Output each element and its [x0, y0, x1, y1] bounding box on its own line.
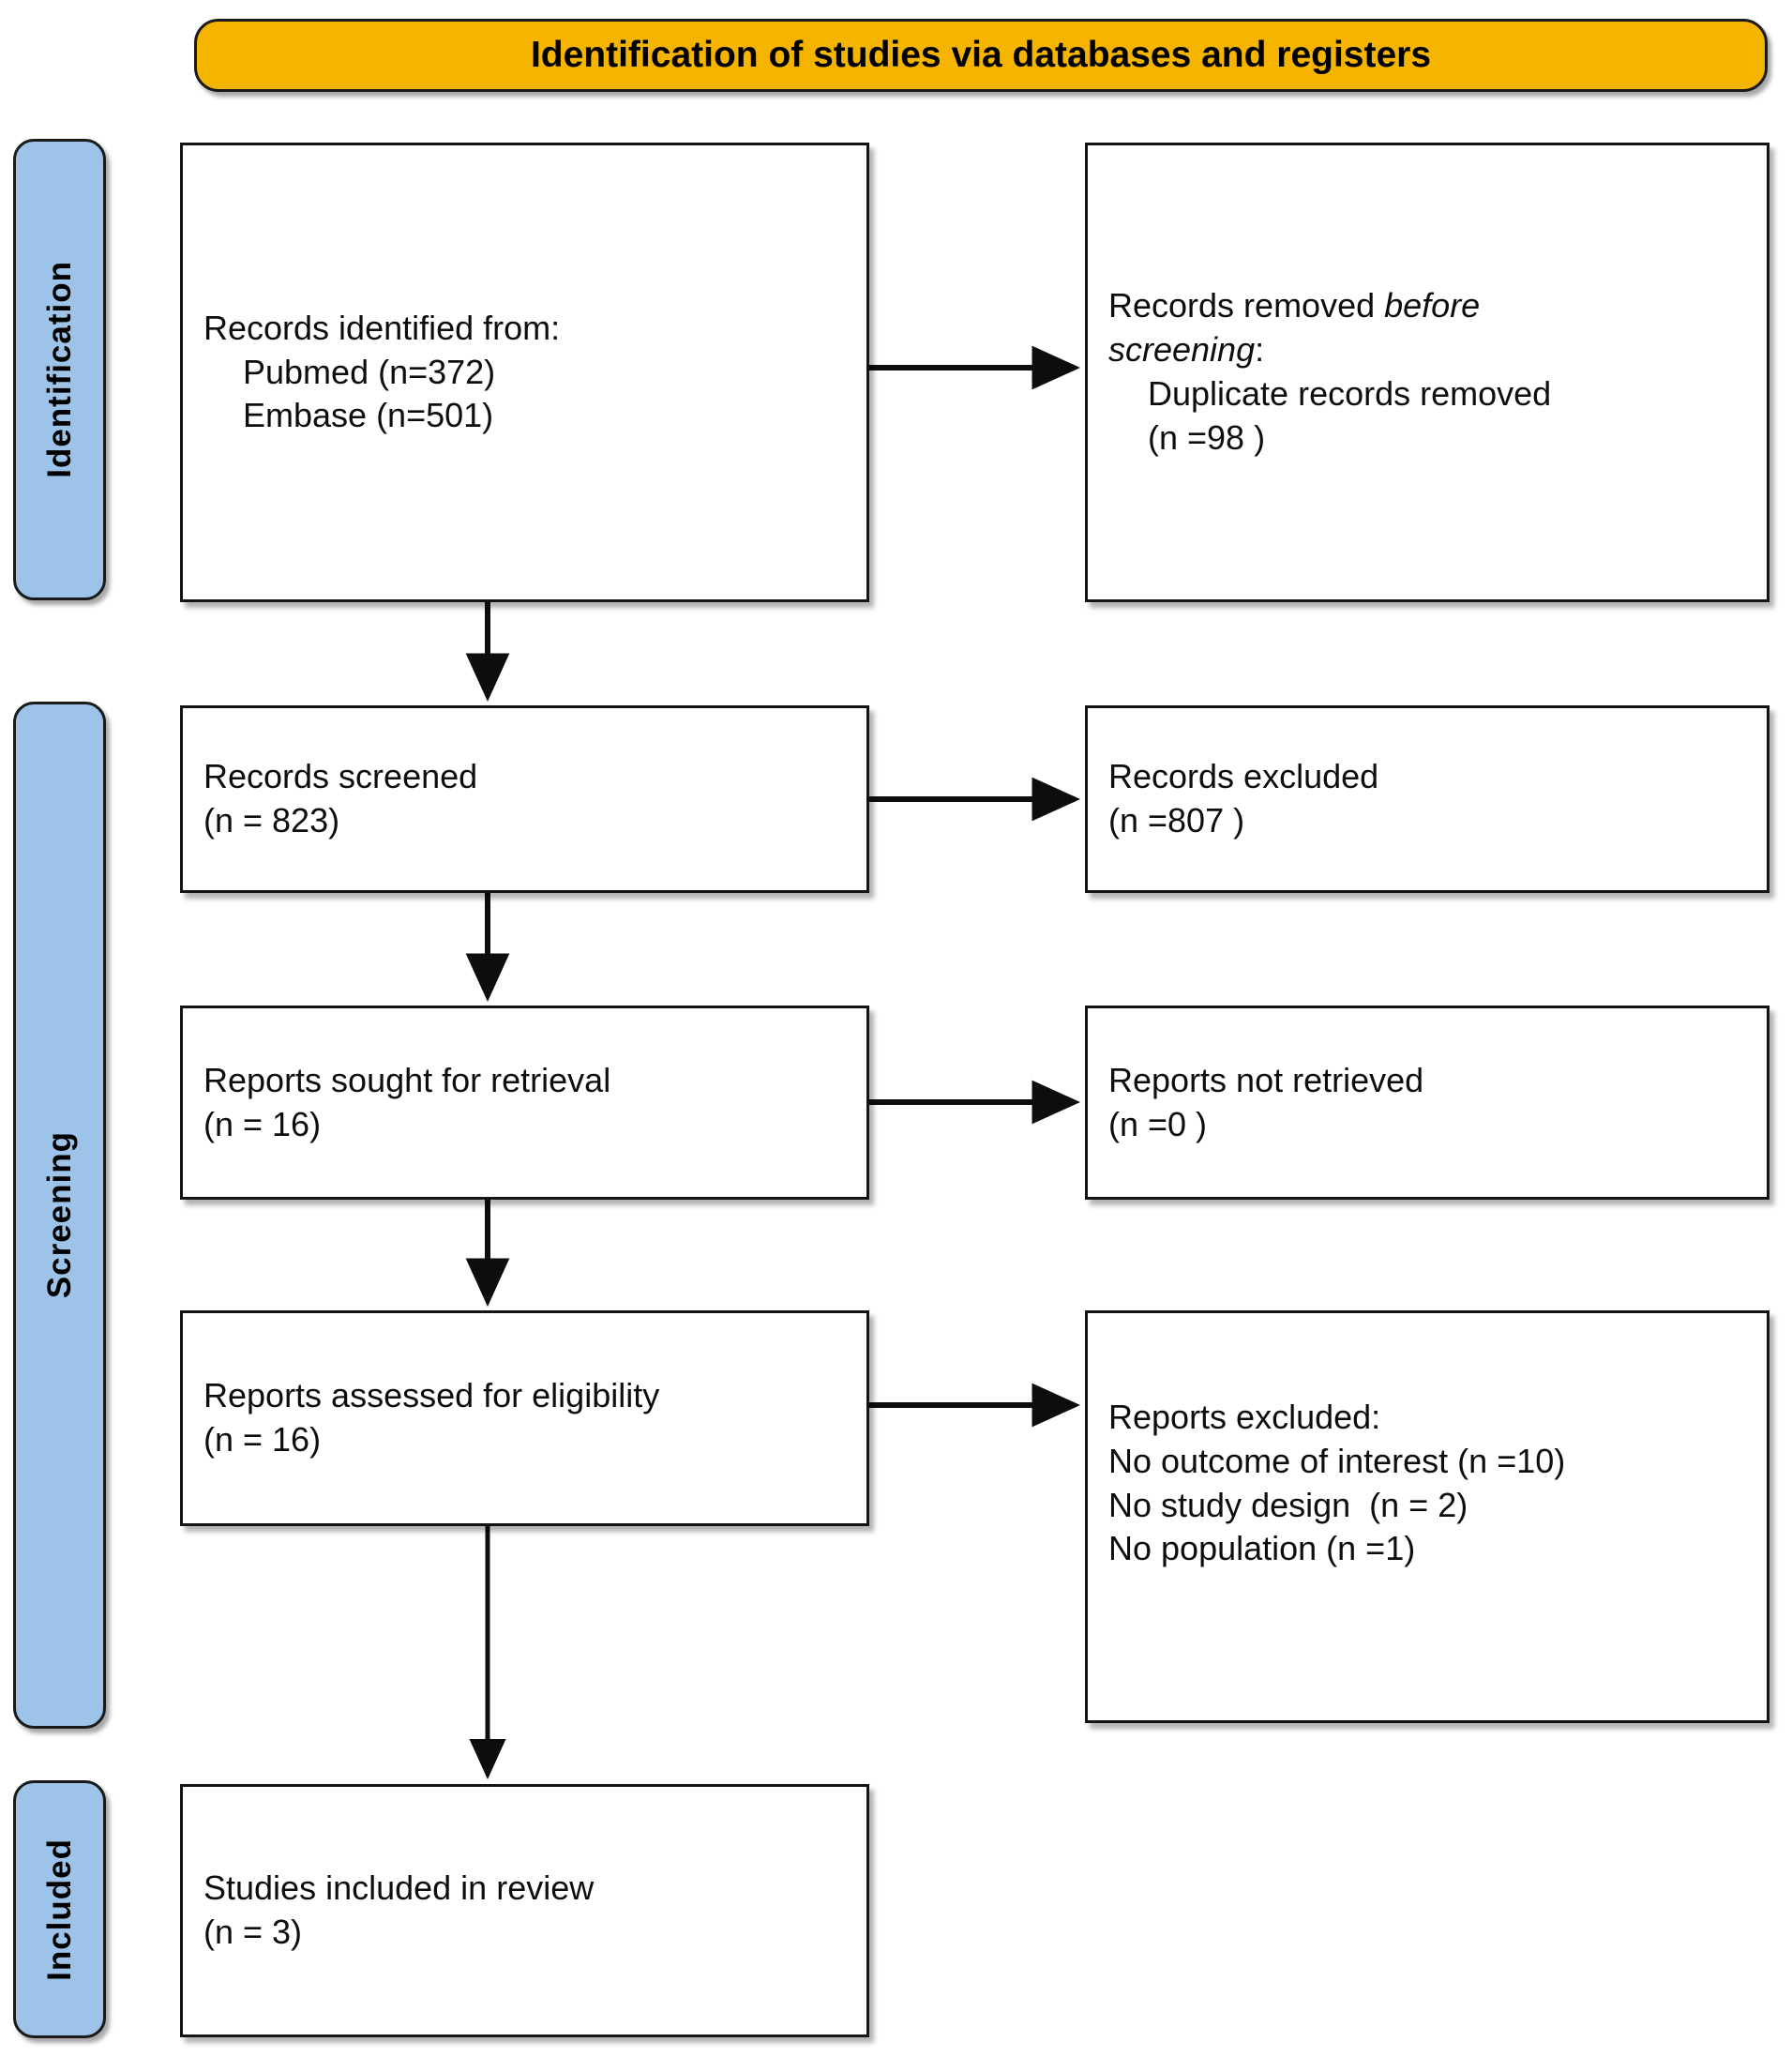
phase-tab-screening-label: Screening [40, 1131, 78, 1299]
records-screened-label: Records screened [203, 757, 478, 796]
phase-tab-screening: Screening [13, 702, 106, 1729]
records-excluded-label: Records excluded [1108, 757, 1379, 796]
reports-excluded-no-study-design: No study design (n = 2) [1108, 1485, 1468, 1524]
records-removed-line-1-emphasis: before [1384, 286, 1481, 325]
phase-banner-identification: Identification of studies via databases … [194, 19, 1768, 92]
reports-sought-label: Reports sought for retrieval [203, 1060, 611, 1099]
reports-not-retrieved-count: (n =0 ) [1108, 1104, 1208, 1143]
records-removed-line-2-emphasis: screening [1108, 330, 1256, 370]
records-removed-count: (n =98 ) [1148, 417, 1266, 457]
box-records-removed-before-screening: Records removed before screening: Duplic… [1085, 143, 1769, 602]
records-screened-count: (n = 823) [203, 801, 340, 839]
phase-tab-included-label: Included [40, 1838, 78, 1981]
reports-assessed-count: (n = 16) [203, 1420, 322, 1459]
reports-assessed-label: Reports assessed for eligibility [203, 1376, 660, 1415]
box-reports-excluded: Reports excluded: No outcome of interest… [1085, 1310, 1769, 1723]
reports-sought-count: (n = 16) [203, 1104, 322, 1143]
records-excluded-count: (n =807 ) [1108, 801, 1245, 839]
records-identified-line-1: Records identified from: [203, 308, 561, 347]
box-records-screened: Records screened (n = 823) [180, 705, 869, 893]
phase-tab-identification-label: Identification [40, 261, 78, 478]
box-studies-included-in-review: Studies included in review (n = 3) [180, 1784, 869, 2037]
records-removed-line-1: Records removed before [1108, 284, 1746, 328]
records-identified-pubmed: Pubmed (n=372) [243, 352, 496, 391]
box-reports-not-retrieved: Reports not retrieved (n =0 ) [1085, 1006, 1769, 1200]
box-reports-assessed-for-eligibility: Reports assessed for eligibility (n = 16… [180, 1310, 869, 1526]
records-removed-line-2: screening: [1108, 328, 1746, 372]
records-removed-line-1-text: Records removed [1108, 286, 1385, 325]
records-identified-embase: Embase (n=501) [243, 396, 494, 435]
records-removed-line-2-colon: : [1255, 330, 1265, 370]
reports-excluded-no-outcome: No outcome of interest (n =10) [1108, 1441, 1566, 1480]
box-records-identified: Records identified from: Pubmed (n=372) … [180, 143, 869, 602]
reports-not-retrieved-label: Reports not retrieved [1108, 1060, 1424, 1099]
reports-excluded-heading: Reports excluded: [1108, 1398, 1381, 1436]
phase-banner-title: Identification of studies via databases … [530, 35, 1432, 75]
studies-included-label: Studies included in review [203, 1868, 595, 1908]
box-reports-sought-for-retrieval: Reports sought for retrieval (n = 16) [180, 1006, 869, 1200]
box-records-excluded: Records excluded (n =807 ) [1085, 705, 1769, 893]
reports-excluded-no-population: No population (n =1) [1108, 1529, 1416, 1568]
phase-tab-included: Included [13, 1780, 106, 2038]
records-removed-duplicates: Duplicate records removed [1148, 374, 1552, 413]
studies-included-count: (n = 3) [203, 1913, 303, 1951]
phase-tab-identification: Identification [13, 139, 106, 600]
